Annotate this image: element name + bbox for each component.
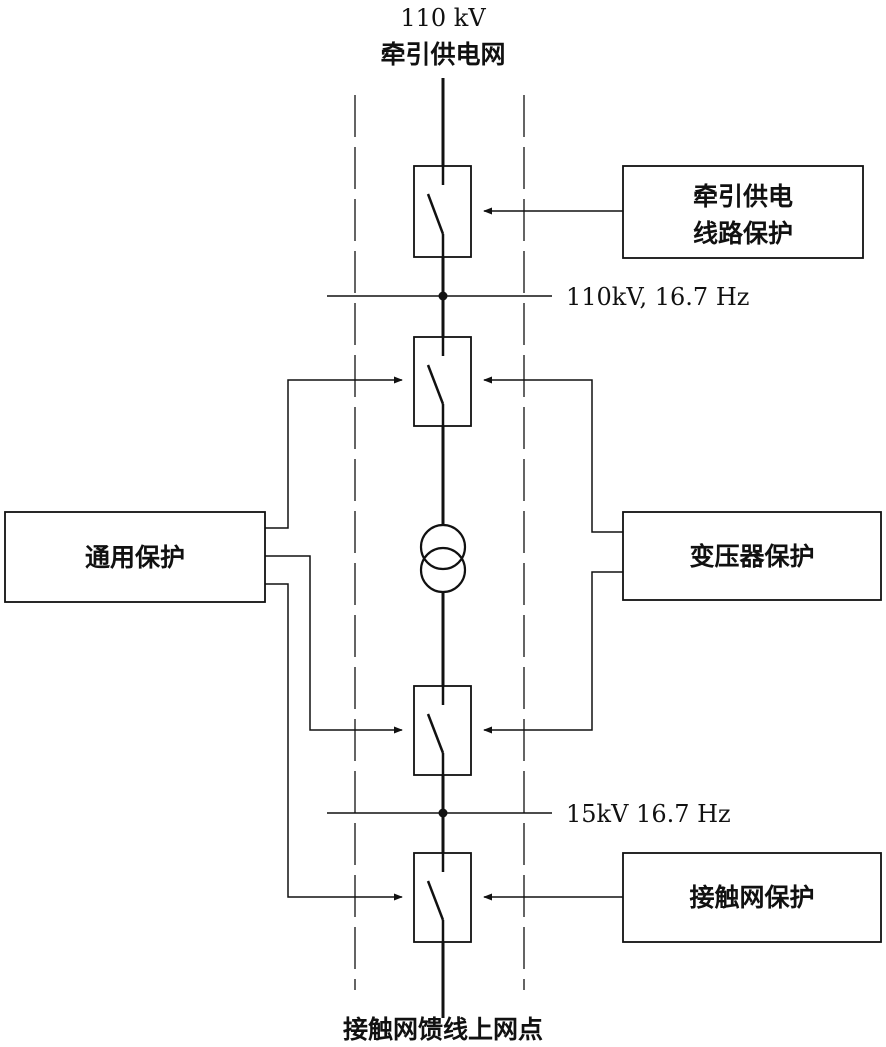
bottom-feeder-label: 接触网馈线上网点 <box>343 1015 543 1044</box>
top-grid-label: 牵引供电网 <box>380 40 505 69</box>
breaker-transformer-hv <box>413 336 472 427</box>
breaker-transformer-lv <box>413 685 472 776</box>
upper-busbar <box>327 291 552 301</box>
general-protection-label: 通用保护 <box>85 543 185 572</box>
general-protection-trip-signals <box>265 376 403 901</box>
upper-bus-label: 110kV, 16.7 Hz <box>566 283 749 311</box>
catenary-protection-label: 接触网保护 <box>689 883 814 912</box>
top-voltage-label: 110 kV <box>400 4 486 32</box>
breaker-feeder <box>413 852 472 943</box>
transformer-protection-box <box>622 511 882 601</box>
breaker-incoming <box>413 165 472 258</box>
line-protection-box <box>622 165 864 259</box>
line-protection-label-line1: 牵引供电 <box>693 182 793 211</box>
general-protection-box <box>4 511 266 603</box>
transformer-symbol <box>419 523 467 594</box>
transformer-protection-label: 变压器保护 <box>689 542 814 571</box>
lower-bus-label: 15kV 16.7 Hz <box>566 800 731 828</box>
line-protection-label-line2: 线路保护 <box>693 219 793 248</box>
lower-busbar <box>327 808 552 818</box>
transformer-protection-trip-signals <box>483 376 623 734</box>
